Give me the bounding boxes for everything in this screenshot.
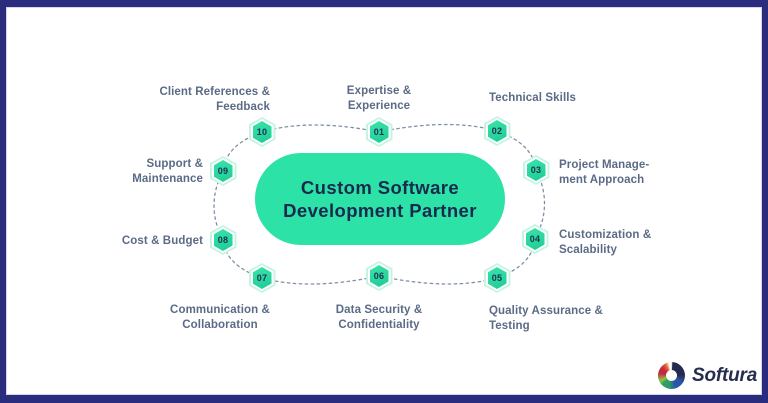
step-label-line: Collaboration [182, 319, 258, 331]
step-label-09: Support & Maintenance [132, 157, 203, 187]
step-badge-01: 01 [365, 117, 393, 147]
step-number: 06 [369, 265, 389, 287]
step-label-02: Technical Skills [489, 91, 576, 106]
step-label-05: Quality Assurance & Testing [489, 304, 603, 334]
step-badge-10: 10 [248, 117, 276, 147]
center-title-line1: Custom Software [300, 177, 460, 198]
step-number: 09 [213, 160, 233, 182]
step-label-line: Cost & Budget [121, 235, 203, 247]
step-label-line: Client References & [159, 86, 270, 98]
step-label-line: Support & [146, 158, 203, 170]
step-label-line: Project Manage- [559, 159, 650, 171]
step-label-line: Expertise & [346, 85, 412, 97]
step-label-line: Technical Skills [489, 92, 577, 104]
softura-swirl-ring-icon [658, 362, 685, 389]
step-number: 10 [252, 121, 272, 143]
step-label-line: Quality Assurance & [489, 305, 603, 317]
step-label-04: Customization & Scalability [559, 228, 651, 258]
step-label-line: Data Security & [335, 304, 423, 316]
step-number: 01 [369, 121, 389, 143]
step-number: 05 [487, 267, 507, 289]
step-badge-04: 04 [521, 224, 549, 254]
step-label-01: Expertise & Experience [269, 84, 489, 114]
step-label-line: Feedback [216, 101, 270, 113]
step-number: 02 [487, 120, 507, 142]
step-label-line: Experience [347, 100, 411, 112]
center-pill: Custom Software Development Partner [255, 153, 505, 245]
step-label-line: Confidentiality [338, 319, 420, 331]
step-badge-09: 09 [209, 156, 237, 186]
step-badge-06: 06 [365, 261, 393, 291]
step-number: 04 [525, 228, 545, 250]
step-label-06: Data Security & Confidentiality [269, 303, 489, 333]
softura-logo: Softura [658, 362, 757, 389]
step-number: 08 [213, 229, 233, 251]
step-label-10: Client References & Feedback [159, 85, 270, 115]
step-badge-07: 07 [248, 263, 276, 293]
softura-wordmark: Softura [692, 364, 758, 386]
step-label-line: Testing [489, 320, 530, 332]
step-label-line: Maintenance [132, 173, 203, 185]
step-label-08: Cost & Budget [122, 234, 203, 249]
step-label-03: Project Manage-ment Approach [559, 158, 649, 188]
step-label-line: Scalability [559, 244, 617, 256]
step-number: 03 [526, 159, 546, 181]
center-title-line2: Development Partner [283, 200, 477, 221]
step-number: 07 [252, 267, 272, 289]
step-badge-03: 03 [522, 155, 550, 185]
step-badge-05: 05 [483, 263, 511, 293]
step-label-07: Communication & Collaboration [110, 303, 330, 333]
step-label-line: ment Approach [559, 174, 645, 186]
step-badge-08: 08 [209, 225, 237, 255]
step-label-line: Customization & [559, 229, 652, 241]
step-label-line: Communication & [170, 304, 270, 316]
step-badge-02: 02 [483, 116, 511, 146]
